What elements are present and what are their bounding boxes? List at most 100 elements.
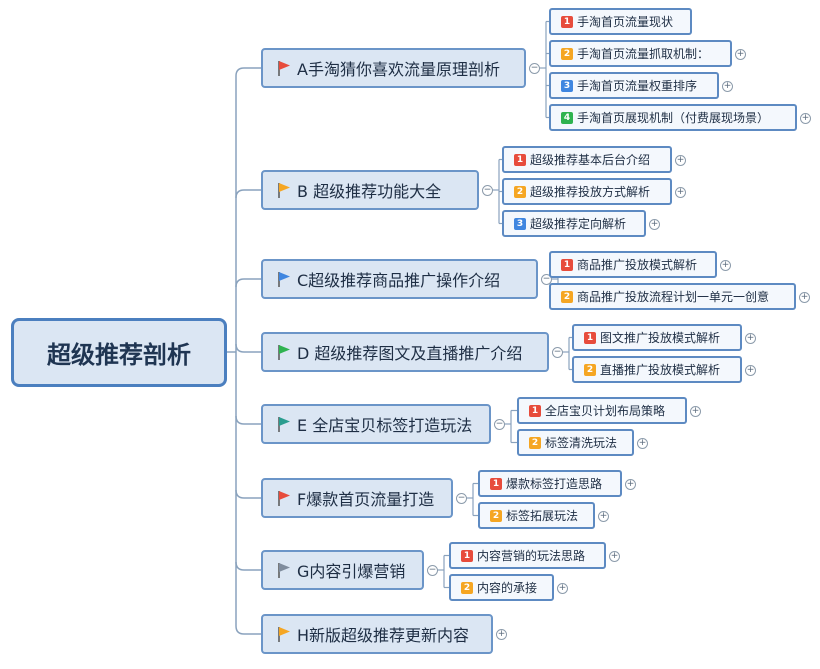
subtopic-label: 手淘首页流量权重排序 [577,79,698,93]
priority-badge-icon: 3 [561,79,573,92]
subtopic-f-1[interactable]: 1 爆款标签打造思路 [478,470,622,497]
expand-toggle-icon[interactable]: + [690,405,701,417]
flag-icon [277,562,291,578]
flag-icon [277,271,291,287]
collapse-toggle-icon[interactable]: − [541,274,552,285]
expand-toggle-icon[interactable]: + [557,582,568,594]
subtopic-label: 商品推广投放流程计划一单元一创意 [577,290,770,304]
priority-badge-icon: 2 [529,436,541,449]
expand-toggle-icon[interactable]: + [675,154,686,166]
priority-badge-icon: 3 [514,217,526,230]
flag-icon [277,60,291,76]
flag-icon [277,490,291,506]
connector-line [235,343,261,353]
connector-line [235,67,261,77]
subtopic-d-2[interactable]: 2 直播推广投放模式解析 [572,356,742,383]
flag-icon [277,344,291,360]
subtopic-a-4[interactable]: 4 手淘首页展现机制（付费展现场景） [549,104,797,131]
branch-topic-label: G内容引爆营销 [297,562,406,581]
priority-badge-icon: 1 [584,331,596,344]
branch-topic-f[interactable]: F爆款首页流量打造 [261,478,453,518]
branch-topic-c[interactable]: C超级推荐商品推广操作介绍 [261,259,538,299]
expand-toggle-icon[interactable]: + [799,291,810,303]
priority-badge-icon: 1 [514,153,526,166]
subtopic-c-2[interactable]: 2 商品推广投放流程计划一单元一创意 [549,283,796,310]
subtopic-label: 手淘首页展现机制（付费展现场景） [577,111,770,125]
branch-topic-label: B 超级推荐功能大全 [297,182,442,201]
subtopic-label: 爆款标签打造思路 [506,477,603,491]
subtopic-label: 图文推广投放模式解析 [600,331,721,345]
priority-badge-icon: 1 [461,549,473,562]
subtopic-b-3[interactable]: 3 超级推荐定向解析 [502,210,646,237]
subtopic-label: 直播推广投放模式解析 [600,363,721,377]
expand-toggle-icon[interactable]: + [637,437,648,449]
expand-toggle-icon[interactable]: + [625,478,636,490]
subtopic-b-2[interactable]: 2 超级推荐投放方式解析 [502,178,672,205]
subtopic-label: 标签清洗玩法 [545,436,618,450]
priority-badge-icon: 2 [461,581,473,594]
branch-topic-b[interactable]: B 超级推荐功能大全 [261,170,479,210]
branch-topic-d[interactable]: D 超级推荐图文及直播推广介绍 [261,332,549,372]
priority-badge-icon: 2 [584,363,596,376]
branch-topic-a[interactable]: A手淘猜你喜欢流量原理剖析 [261,48,526,88]
root-topic[interactable]: 超级推荐剖析 [11,318,227,387]
branch-topic-label: E 全店宝贝标签打造玩法 [297,416,473,435]
connector-line [235,278,261,288]
priority-badge-icon: 2 [561,47,573,60]
branch-topic-h[interactable]: H新版超级推荐更新内容 [261,614,493,654]
branch-topic-label: D 超级推荐图文及直播推广介绍 [297,344,523,363]
flag-icon [277,182,291,198]
priority-badge-icon: 1 [561,258,573,271]
root-topic-label: 超级推荐剖析 [47,341,191,369]
expand-toggle-icon[interactable]: + [496,629,507,640]
flag-icon [277,416,291,432]
collapse-toggle-icon[interactable]: − [427,565,438,576]
subtopic-a-3[interactable]: 3 手淘首页流量权重排序 [549,72,719,99]
subtopic-b-1[interactable]: 1 超级推荐基本后台介绍 [502,146,672,173]
expand-toggle-icon[interactable]: + [649,218,660,230]
connector-line [235,189,261,199]
expand-toggle-icon[interactable]: + [800,112,811,124]
priority-badge-icon: 2 [514,185,526,198]
connector-line [235,625,261,635]
branch-topic-e[interactable]: E 全店宝贝标签打造玩法 [261,404,491,444]
expand-toggle-icon[interactable]: + [598,510,609,522]
expand-toggle-icon[interactable]: + [745,332,756,344]
subtopic-label: 标签拓展玩法 [506,509,579,523]
branch-topic-g[interactable]: G内容引爆营销 [261,550,424,590]
expand-toggle-icon[interactable]: + [722,80,733,92]
branch-topic-label: F爆款首页流量打造 [297,490,435,509]
subtopic-a-2[interactable]: 2 手淘首页流量抓取机制： [549,40,732,67]
collapse-toggle-icon[interactable]: − [552,347,563,358]
subtopic-label: 超级推荐基本后台介绍 [530,153,651,167]
branch-topic-label: H新版超级推荐更新内容 [297,626,470,645]
collapse-toggle-icon[interactable]: − [456,493,467,504]
collapse-toggle-icon[interactable]: − [529,63,540,74]
collapse-toggle-icon[interactable]: − [482,185,493,196]
collapse-toggle-icon[interactable]: − [494,419,505,430]
expand-toggle-icon[interactable]: + [745,364,756,376]
priority-badge-icon: 2 [561,290,573,303]
subtopic-label: 手淘首页流量抓取机制： [577,47,710,61]
connector-line [235,415,261,425]
subtopic-label: 超级推荐投放方式解析 [530,185,651,199]
subtopic-label: 超级推荐定向解析 [530,217,627,231]
subtopic-label: 全店宝贝计划布局策略 [545,404,666,418]
subtopic-d-1[interactable]: 1 图文推广投放模式解析 [572,324,742,351]
expand-toggle-icon[interactable]: + [609,550,620,562]
priority-badge-icon: 4 [561,111,573,124]
expand-toggle-icon[interactable]: + [735,48,746,60]
priority-badge-icon: 1 [490,477,502,490]
expand-toggle-icon[interactable]: + [720,259,731,271]
expand-toggle-icon[interactable]: + [675,186,686,198]
branch-topic-label: C超级推荐商品推广操作介绍 [297,271,501,290]
subtopic-label: 手淘首页流量现状 [577,15,674,29]
subtopic-e-2[interactable]: 2 标签清洗玩法 [517,429,634,456]
